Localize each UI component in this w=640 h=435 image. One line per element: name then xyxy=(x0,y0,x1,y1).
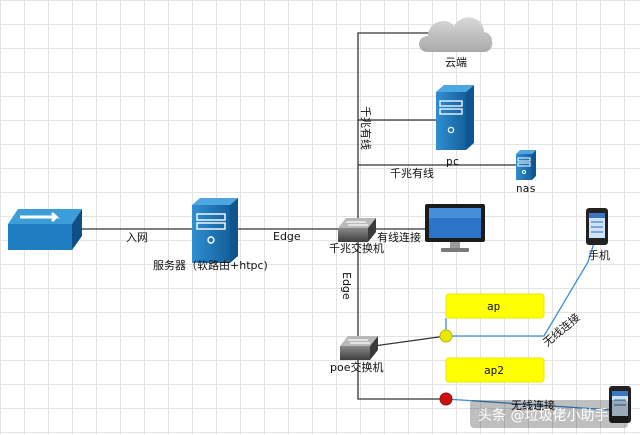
cloud-label: 云端 xyxy=(445,56,467,69)
ap2-label-box xyxy=(445,357,545,383)
poe-switch-icon xyxy=(340,336,378,360)
ap2-wireless-label: 无线连接 xyxy=(511,398,555,412)
poe-switch-label: poe交换机 xyxy=(330,360,383,374)
phone-label: 手机 xyxy=(588,248,610,262)
cloud-line xyxy=(357,32,430,230)
monitor-link-label: 有线连接 xyxy=(377,230,421,244)
poe-ap2-line xyxy=(357,356,446,400)
nas-label: nas xyxy=(516,182,536,195)
ap2-dot-icon xyxy=(439,392,453,406)
ap-label: ap xyxy=(487,300,500,313)
server-label: 服务器（软路由+htpc) xyxy=(153,258,268,272)
ap2-label: ap2 xyxy=(484,364,504,377)
poe-ap-line xyxy=(373,335,447,347)
nas-link-label: 千兆有线 xyxy=(390,166,434,180)
watermark-bg xyxy=(470,400,628,428)
nas-icon xyxy=(516,150,536,180)
uplink-label: 入网 xyxy=(126,231,148,244)
internet-router-icon xyxy=(8,209,82,250)
server-switch-edge-label: Edge xyxy=(273,230,301,243)
monitor-icon xyxy=(425,204,485,252)
switch-poe-edge-label: Edge xyxy=(340,272,353,300)
phone-icon xyxy=(586,208,608,245)
ap-label-box xyxy=(445,293,545,319)
ap-wifi-line xyxy=(446,242,595,337)
ap-wireless-label: 无线连接 xyxy=(540,310,583,349)
pc-icon xyxy=(436,85,474,150)
server-icon xyxy=(192,198,238,263)
pc-label: pc xyxy=(446,155,459,168)
ap-dot-icon xyxy=(439,329,453,343)
watermark: 头条 @垃圾佬小助手 xyxy=(478,407,608,424)
cloud-link-label: 千兆有线 xyxy=(359,106,373,150)
ap2-wifi-line xyxy=(445,398,613,411)
phone-2-icon xyxy=(609,386,631,423)
gigabit-switch-icon xyxy=(338,218,376,242)
cloud-icon xyxy=(419,17,493,52)
gigabit-switch-label: 千兆交换机 xyxy=(329,241,384,255)
